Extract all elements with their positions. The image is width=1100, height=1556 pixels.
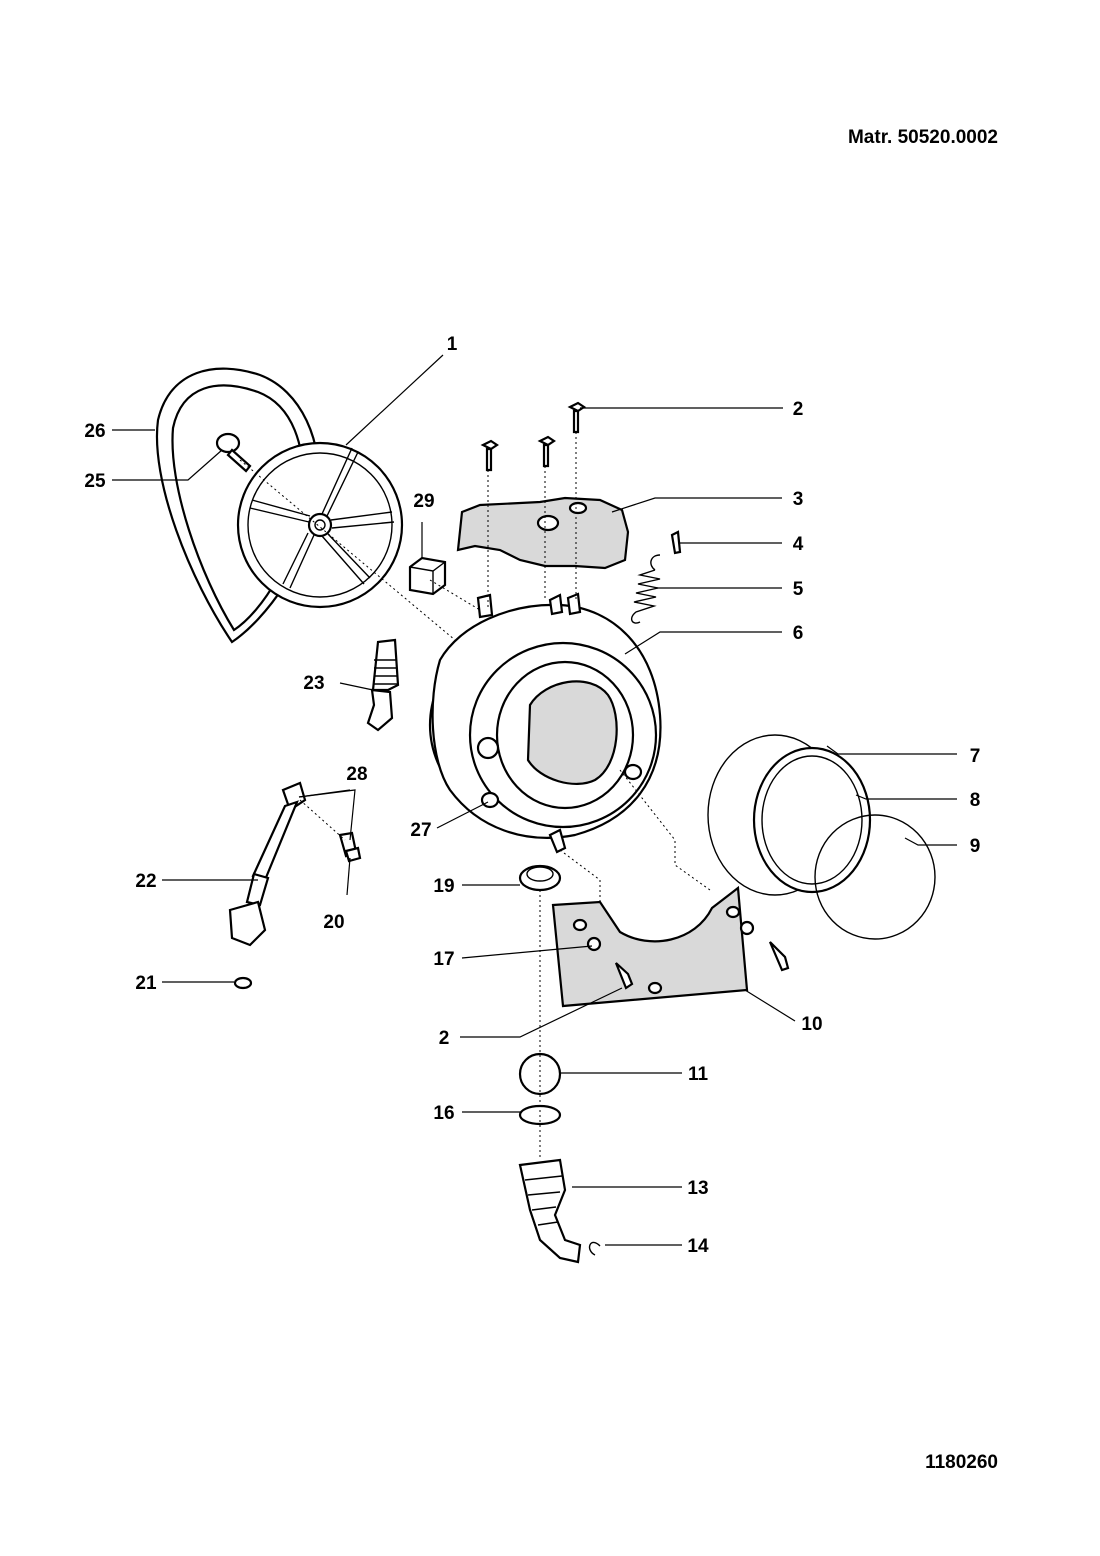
assembly-lines <box>239 432 711 1160</box>
washer-part-21 <box>233 976 253 990</box>
callout-11: 11 <box>688 1064 709 1085</box>
callout-labels: 1 2 3 4 5 6 7 8 9 10 11 13 14 16 2 17 19… <box>84 334 980 1257</box>
callout-23: 23 <box>303 673 324 694</box>
callout-27: 27 <box>410 820 431 841</box>
shock-absorber-part-22 <box>228 781 307 947</box>
callout-6: 6 <box>793 623 804 644</box>
callout-19: 19 <box>433 876 454 897</box>
callout-21: 21 <box>135 973 157 994</box>
callout-20: 20 <box>323 912 344 933</box>
top-screws-part-2 <box>480 401 586 472</box>
callout-29: 29 <box>413 491 434 512</box>
callout-5: 5 <box>793 579 804 600</box>
door-seal-parts-7-8-9 <box>707 734 936 940</box>
pulley-bolt-part-25 <box>215 432 252 473</box>
callout-1: 1 <box>447 334 458 355</box>
drain-hose-part-13 <box>518 1158 582 1264</box>
pulley-part-1 <box>236 441 404 609</box>
drawing-number: 1180260 <box>925 1452 998 1473</box>
callout-3: 3 <box>793 489 804 510</box>
hose-part-23 <box>366 638 400 732</box>
callout-10: 10 <box>801 1014 822 1035</box>
clip-part-14 <box>588 1241 601 1256</box>
ring-part-19 <box>518 864 562 892</box>
callout-9: 9 <box>970 836 981 857</box>
callout-14: 14 <box>687 1236 709 1257</box>
callout-22: 22 <box>135 871 156 892</box>
callout-26: 26 <box>84 421 105 442</box>
counterweight-part-3 <box>456 496 630 570</box>
callout-7: 7 <box>970 746 981 767</box>
callout-2-lower: 2 <box>439 1028 450 1049</box>
callout-2: 2 <box>793 399 804 420</box>
counterweight-part-10 <box>551 885 790 1008</box>
ball-part-11 <box>518 1052 562 1096</box>
material-code: Matr. 50520.0002 <box>848 127 998 148</box>
spring-part-5 <box>630 554 661 624</box>
callout-17: 17 <box>433 949 454 970</box>
callout-13: 13 <box>687 1178 708 1199</box>
leader-lines <box>112 354 957 1246</box>
callout-8: 8 <box>970 790 981 811</box>
callout-4: 4 <box>793 534 804 555</box>
pin-part-20 <box>338 831 362 863</box>
callout-16: 16 <box>433 1103 454 1124</box>
callout-25: 25 <box>84 471 106 492</box>
hook-part-4 <box>670 530 682 555</box>
tub-part-6 <box>428 592 662 854</box>
callout-28: 28 <box>346 764 367 785</box>
cube-part-29 <box>408 556 447 596</box>
